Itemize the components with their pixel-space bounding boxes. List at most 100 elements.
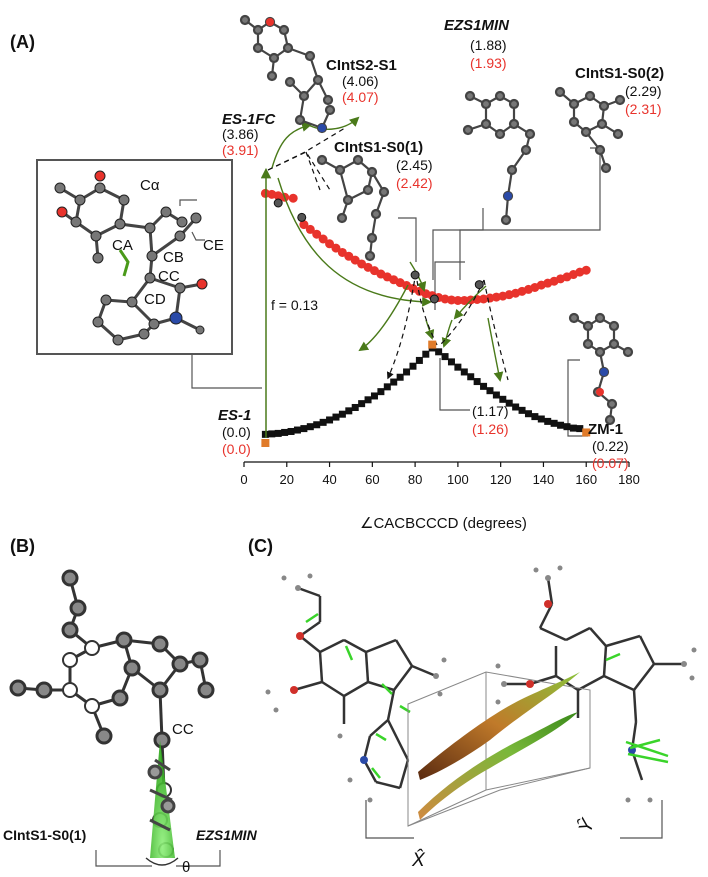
s0-point [313, 421, 321, 429]
c-right-vectors [605, 652, 669, 764]
label-ez-s1min-black: (1.88) [470, 37, 507, 53]
s0-point [563, 423, 571, 431]
inset-oxygen-3 [196, 278, 208, 290]
b-cint-label: CIntS1-S0(1) [3, 827, 86, 843]
oxygen-atom [596, 388, 604, 396]
panel-c-label: (C) [248, 536, 273, 556]
s0-point [435, 348, 443, 356]
inset-nitrogen [169, 311, 183, 325]
s0-point [486, 387, 494, 395]
panel-c-left-atoms [265, 573, 447, 803]
s0-point [287, 427, 295, 435]
s0-point [454, 363, 462, 371]
s0-point [409, 362, 417, 370]
molecule-cint-s1s0-2 [554, 86, 626, 174]
s1-series [260, 188, 591, 305]
s1-point [453, 295, 463, 305]
label-es1-name: ES-1 [218, 407, 251, 424]
highlight-point [428, 340, 437, 349]
s0-point [518, 406, 526, 414]
x-tick-label: 180 [618, 472, 640, 487]
s0-point [460, 368, 468, 376]
ci-points [273, 198, 484, 304]
s1-point [299, 220, 309, 230]
s1-point [325, 239, 335, 249]
label-cint-s1s0-1-name: CIntS1-S0(1) [334, 139, 423, 156]
label-cint-s2s1-name: CIntS2-S1 [326, 57, 397, 74]
x-tick-label: 20 [280, 472, 294, 487]
s0-point [306, 423, 314, 431]
s0-point [300, 425, 308, 433]
label-es-fc-red: (3.91) [222, 142, 259, 158]
dashed-paths [267, 127, 509, 381]
highlight-point [582, 428, 591, 437]
s0-point [345, 407, 353, 415]
s1-point [446, 295, 456, 305]
nitrogen-atom [504, 192, 512, 200]
x-tick-label: 80 [408, 472, 422, 487]
panel-b-label: (B) [10, 536, 35, 556]
x-axis-label: ∠CACBCCCD (degrees) [360, 515, 527, 532]
c-x-bracket [365, 800, 414, 839]
inset-oxygen-2 [94, 170, 106, 182]
s1-point [331, 243, 341, 253]
theta-arc [145, 857, 179, 866]
x-tick-label: 60 [365, 472, 379, 487]
s0-point [364, 396, 372, 404]
x-hat-label: X̂ [411, 849, 426, 871]
molecule-cint-s1s0-1 [316, 154, 390, 262]
c-left-oxygen-2 [290, 686, 298, 694]
b-left-bracket [95, 850, 152, 867]
s0-point [319, 418, 327, 426]
s0-point [505, 399, 513, 407]
energy-labels: ES-1FC (3.86) (3.91) CIntS2-S1 (4.06) (4… [218, 17, 664, 471]
ci-point [474, 280, 484, 290]
label-cint-s1s0-2-red: (2.31) [625, 101, 662, 117]
label-c-b: CB [163, 249, 184, 266]
label-cint-s2s1-red: (4.07) [342, 89, 379, 105]
y-hat-label: Ŷ [574, 815, 599, 836]
molecule-ez-s1min [462, 90, 536, 226]
label-c-c: CC [158, 268, 180, 285]
s0-series [261, 344, 584, 438]
s0-point [377, 388, 385, 396]
s0-point [274, 429, 282, 437]
s0-point [351, 403, 359, 411]
panel-a-label: (A) [10, 32, 35, 52]
relaxation-arrows [271, 116, 504, 382]
s0-point [447, 358, 455, 366]
s1-point [581, 265, 591, 275]
label-zm1-black: (0.22) [592, 438, 629, 454]
label-c-d: CD [144, 291, 166, 308]
x-tick-label: 40 [322, 472, 336, 487]
s0-point [383, 383, 391, 391]
highlight-point [261, 439, 270, 447]
s0-point [332, 413, 340, 421]
label-cint-s2s1-black: (4.06) [342, 73, 379, 89]
label-es-fc-name: ES-1FC [222, 111, 277, 128]
theta-label: θ [182, 859, 190, 876]
inset-bracket-alpha [179, 199, 197, 206]
s0-point [473, 378, 481, 386]
panel-c-right-molecule [504, 577, 684, 781]
s0-point [531, 413, 539, 421]
label-cint-s1s0-2-black: (2.29) [625, 83, 662, 99]
c-y-bracket [620, 800, 663, 839]
s1-point [305, 224, 315, 234]
s0-point [576, 425, 584, 433]
s0-point [293, 426, 301, 434]
s0-point [512, 403, 520, 411]
c-left-oxygen [296, 632, 304, 640]
s0-point [499, 395, 507, 403]
s0-point [492, 391, 500, 399]
label-ts-black: (1.17) [472, 403, 509, 419]
inset-leader [191, 354, 262, 389]
x-tick-label: 100 [447, 472, 469, 487]
s0-point [441, 353, 449, 361]
panel-c-left-molecule [293, 586, 437, 790]
label-cint-s1s0-2-name: CIntS1-S0(2) [575, 65, 664, 82]
s0-point [422, 350, 430, 358]
oscillator-strength: f = 0.13 [271, 297, 318, 313]
